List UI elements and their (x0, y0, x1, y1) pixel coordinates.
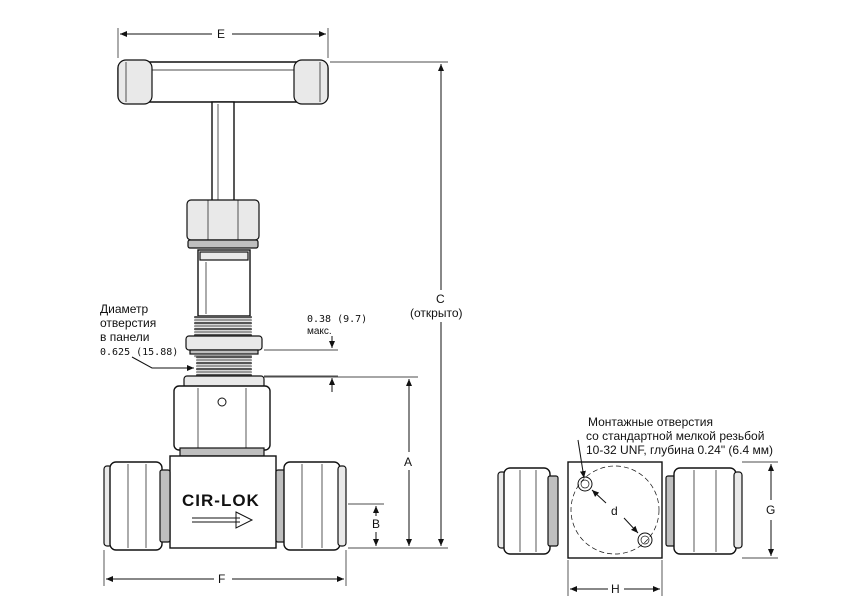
thread-ring (194, 328, 252, 331)
dimension-d-label: d (611, 504, 618, 518)
mounting-hole-lower (637, 532, 653, 548)
dimension-C: C (открыто) (330, 61, 462, 549)
panel-hole-callout: Диаметр отверстия в панели 0.625 (15.88) (100, 302, 194, 371)
thread-ring (194, 325, 252, 328)
dimension-H: H (567, 560, 663, 596)
panel-thickness-value: 0.38 (9.7) (307, 314, 367, 325)
dimension-C-note: (открыто) (410, 306, 462, 320)
dimension-G-label: G (766, 503, 775, 517)
dimension-B-label: B (372, 517, 380, 531)
flow-arrow-icon (192, 511, 254, 529)
bottom-right-fitting (665, 467, 743, 555)
thread-ring (196, 368, 252, 371)
dimension-F: F (103, 550, 347, 586)
mounting-holes-line1: Монтажные отверстия (588, 415, 713, 429)
t-handle (117, 59, 329, 105)
panel-hole-line3: в панели (100, 330, 150, 344)
panel-hole-value: 0.625 (15.88) (100, 347, 178, 358)
dimension-E-label: E (217, 27, 225, 41)
panel-thickness-note: макс. (307, 326, 332, 337)
dimension-A-label: A (404, 455, 412, 469)
dimension-F-label: F (218, 572, 225, 586)
side-view: CIR-LOK (100, 27, 462, 586)
bonnet (197, 249, 251, 317)
thread-ring (196, 371, 252, 374)
right-tube-fitting (275, 461, 347, 551)
mounting-holes-callout: Монтажные отверстия со стандартной мелко… (577, 415, 773, 479)
valve-stem (211, 101, 235, 203)
panel-thickness-dimension: 0.38 (9.7) макс. (264, 314, 367, 392)
thread-ring (194, 322, 252, 325)
thread-ring (196, 359, 252, 362)
bolt-circle-d (570, 465, 660, 555)
bottom-left-fitting (497, 467, 559, 555)
valve-body: CIR-LOK (169, 455, 277, 549)
thread-ring (196, 362, 252, 365)
dimension-C-label: C (436, 292, 445, 306)
dimension-G: G (742, 461, 778, 559)
dimension-A: A (264, 376, 418, 546)
panel-nut (185, 335, 263, 355)
packing-nut (186, 199, 260, 249)
thread-ring (196, 356, 252, 359)
dimension-E: E (117, 27, 329, 58)
bottom-view: d Монтажные отверстия со стандартной мел… (497, 415, 778, 596)
panel-hole-line1: Диаметр (100, 302, 149, 316)
panel-hole-line2: отверстия (100, 316, 156, 330)
body-nut (173, 375, 271, 457)
dimension-H-label: H (611, 582, 620, 596)
mounting-holes-line2: со стандартной мелкой резьбой (586, 429, 764, 443)
thread-ring (194, 316, 252, 319)
thread-ring (196, 365, 252, 368)
thread-ring (194, 319, 252, 322)
left-tube-fitting (103, 461, 171, 551)
dimension-B: B (348, 503, 384, 546)
brand-label: CIR-LOK (182, 491, 260, 510)
bottom-body: d (567, 461, 663, 559)
thread-ring (194, 331, 252, 334)
mounting-holes-line3: 10-32 UNF, глубина 0.24" (6.4 мм) (586, 443, 773, 457)
